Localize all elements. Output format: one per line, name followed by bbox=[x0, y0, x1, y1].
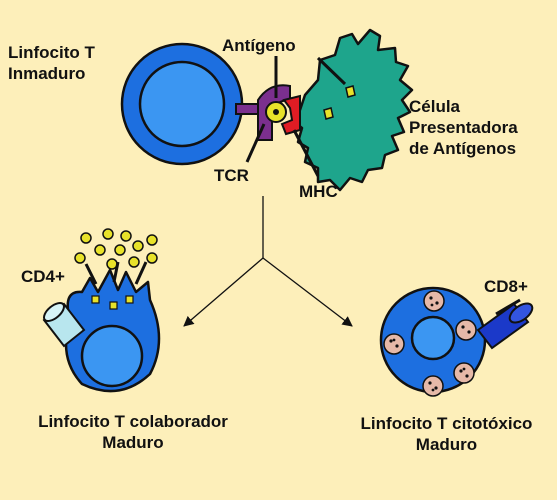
antigen-label: Antígeno bbox=[222, 36, 296, 55]
immature-t-cell bbox=[120, 42, 244, 166]
mhc-pointer bbox=[292, 129, 320, 177]
antigen-presenting-cell bbox=[290, 28, 414, 192]
apc-label-line: Célula bbox=[409, 97, 461, 116]
apc-label-line: Presentadora bbox=[409, 118, 518, 137]
cd4-pointers bbox=[84, 261, 148, 285]
cd8-label: CD8+ bbox=[484, 277, 528, 296]
helper-t-cell-label-line: Linfocito T colaborador bbox=[38, 412, 228, 431]
helper-t-cell-label: Linfocito T colaborador Maduro bbox=[8, 411, 258, 453]
apc-antigen-fragment bbox=[345, 85, 356, 98]
cd8-pointer bbox=[495, 298, 521, 316]
cytotoxic-t-cell-label-line: Maduro bbox=[415, 435, 478, 454]
maturation-arrows bbox=[183, 196, 353, 327]
cytotoxic-t-cell-label-line: Linfocito T citotóxico bbox=[360, 414, 533, 433]
apc-label-line: de Antígenos bbox=[409, 139, 517, 158]
helper-t-cell bbox=[64, 268, 161, 393]
cd4-label: CD4+ bbox=[21, 267, 65, 286]
apc-antigen-pointer bbox=[316, 56, 347, 86]
immature-t-cell-label: Linfocito T Inmaduro bbox=[8, 42, 95, 84]
immature-t-cell-label-line: Inmaduro bbox=[8, 64, 86, 83]
cytotoxic-t-cell-label: Linfocito T citotóxico Maduro bbox=[339, 413, 554, 455]
cytotoxic-t-cell bbox=[379, 286, 487, 397]
mhc-label: MHC bbox=[299, 182, 338, 201]
antigen-bound bbox=[265, 101, 287, 123]
tcr-label: TCR bbox=[214, 166, 249, 185]
cd8-receptor bbox=[476, 302, 534, 350]
apc-antigen-fragment bbox=[323, 107, 334, 120]
helper-t-cell-label-line: Maduro bbox=[102, 433, 164, 452]
cd4-receptor bbox=[42, 302, 86, 348]
immature-t-cell-label-line: Linfocito T bbox=[8, 43, 95, 62]
mhc-molecule bbox=[280, 94, 301, 136]
secreted-cytokines bbox=[74, 228, 158, 270]
apc-label: Célula Presentadora de Antígenos bbox=[409, 96, 518, 159]
tcr-pointer bbox=[245, 123, 266, 163]
